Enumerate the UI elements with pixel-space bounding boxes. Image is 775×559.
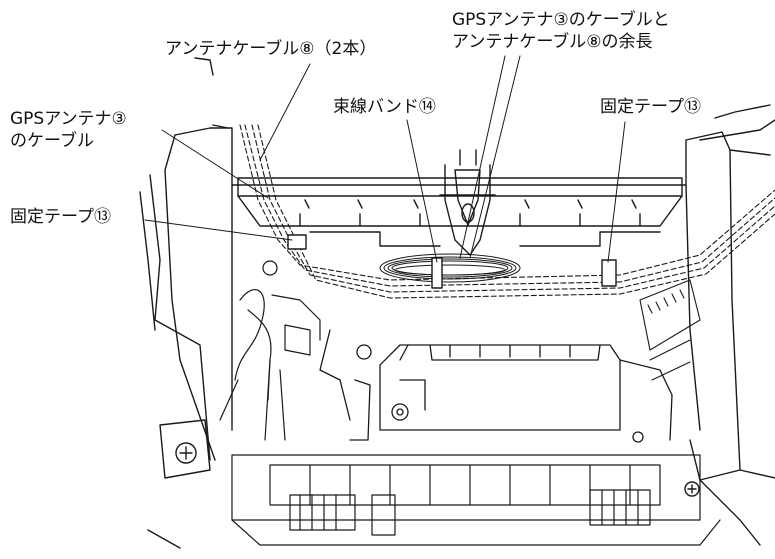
fixing-tape-left-mark xyxy=(287,234,307,250)
label-cable-surplus-line1: GPSアンテナ③のケーブルと xyxy=(452,10,670,30)
label-gps-cable-line1: GPSアンテナ③ xyxy=(10,109,127,129)
label-fixing-tape-left: 固定テープ⑬ xyxy=(10,207,111,227)
leader-lines xyxy=(144,55,626,263)
left-plate xyxy=(159,419,211,479)
label-antenna-cable: アンテナケーブル⑧（2本） xyxy=(165,39,377,59)
center-bracket xyxy=(439,149,496,256)
label-fixing-tape-right: 固定テープ⑬ xyxy=(600,97,701,117)
label-gps-cable: GPSアンテナ③ のケーブル xyxy=(10,108,127,152)
binding-band xyxy=(431,257,443,289)
fixing-tape-right-mark xyxy=(601,259,617,287)
engine-block xyxy=(319,329,673,443)
label-gps-cable-line2: のケーブル xyxy=(10,131,94,151)
cable-bundle xyxy=(239,124,775,299)
left-interior xyxy=(219,260,321,441)
bottom-grille xyxy=(231,454,721,546)
cable-coil xyxy=(379,253,521,283)
top-rail xyxy=(237,177,683,247)
screw-left xyxy=(175,442,197,464)
label-binding-band: 束線バンド⑭ xyxy=(333,97,436,117)
screw-right xyxy=(684,481,700,497)
housing-outline xyxy=(139,57,775,549)
label-cable-surplus-line2: アンテナケーブル⑧の余長 xyxy=(452,32,653,52)
label-cable-surplus: GPSアンテナ③のケーブルと アンテナケーブル⑧の余長 xyxy=(452,9,670,53)
right-gauge xyxy=(639,279,701,381)
